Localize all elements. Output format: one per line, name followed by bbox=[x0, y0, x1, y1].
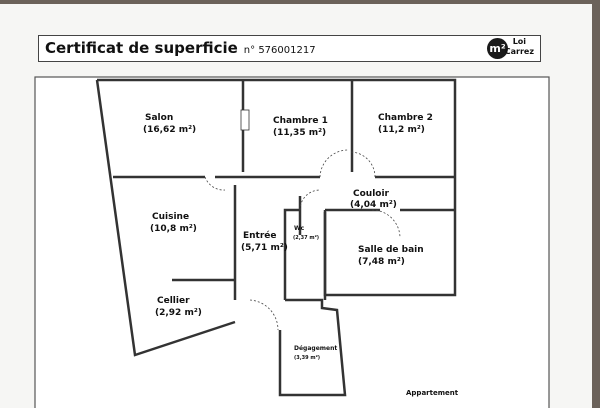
svg-text:(2,37 m²): (2,37 m²) bbox=[293, 235, 319, 241]
room-label-degagement: Dégagement bbox=[294, 345, 337, 352]
svg-text:(3,39 m²): (3,39 m²) bbox=[294, 355, 320, 361]
room-label-cuisine: Cuisine bbox=[152, 212, 189, 222]
svg-text:(5,71 m²): (5,71 m²) bbox=[241, 243, 288, 253]
room-label-couloir: Couloir bbox=[353, 189, 390, 199]
svg-text:(16,62 m²): (16,62 m²) bbox=[143, 125, 196, 135]
svg-text:(10,8 m²): (10,8 m²) bbox=[150, 224, 197, 234]
plan-frame bbox=[34, 76, 550, 408]
svg-text:(2,92 m²): (2,92 m²) bbox=[155, 308, 202, 318]
svg-text:(11,35 m²): (11,35 m²) bbox=[273, 128, 326, 138]
m2-logo-icon: m² bbox=[487, 38, 508, 59]
outer-wall-left bbox=[95, 79, 236, 357]
room-label-chambre-2: Chambre 2 bbox=[378, 113, 433, 123]
walls bbox=[95, 78, 457, 397]
door-swings bbox=[204, 149, 401, 331]
room-label-salon: Salon bbox=[145, 113, 173, 123]
room-label-wc: Wc bbox=[294, 225, 305, 232]
room-label-entree: Entrée bbox=[243, 230, 277, 241]
svg-text:(11,2 m²): (11,2 m²) bbox=[378, 125, 425, 135]
certificate-number: n° 576001217 bbox=[243, 45, 316, 56]
room-label-salle-de-bain: Salle de bain bbox=[358, 245, 424, 255]
svg-text:(7,48 m²): (7,48 m²) bbox=[358, 257, 405, 267]
room-label-chambre-1: Chambre 1 bbox=[273, 116, 328, 126]
property-type-label: Appartement bbox=[406, 389, 459, 397]
chimney-icon bbox=[240, 109, 250, 131]
svg-text:(4,04 m²): (4,04 m²) bbox=[350, 200, 397, 210]
room-label-cellier: Cellier bbox=[157, 296, 190, 306]
